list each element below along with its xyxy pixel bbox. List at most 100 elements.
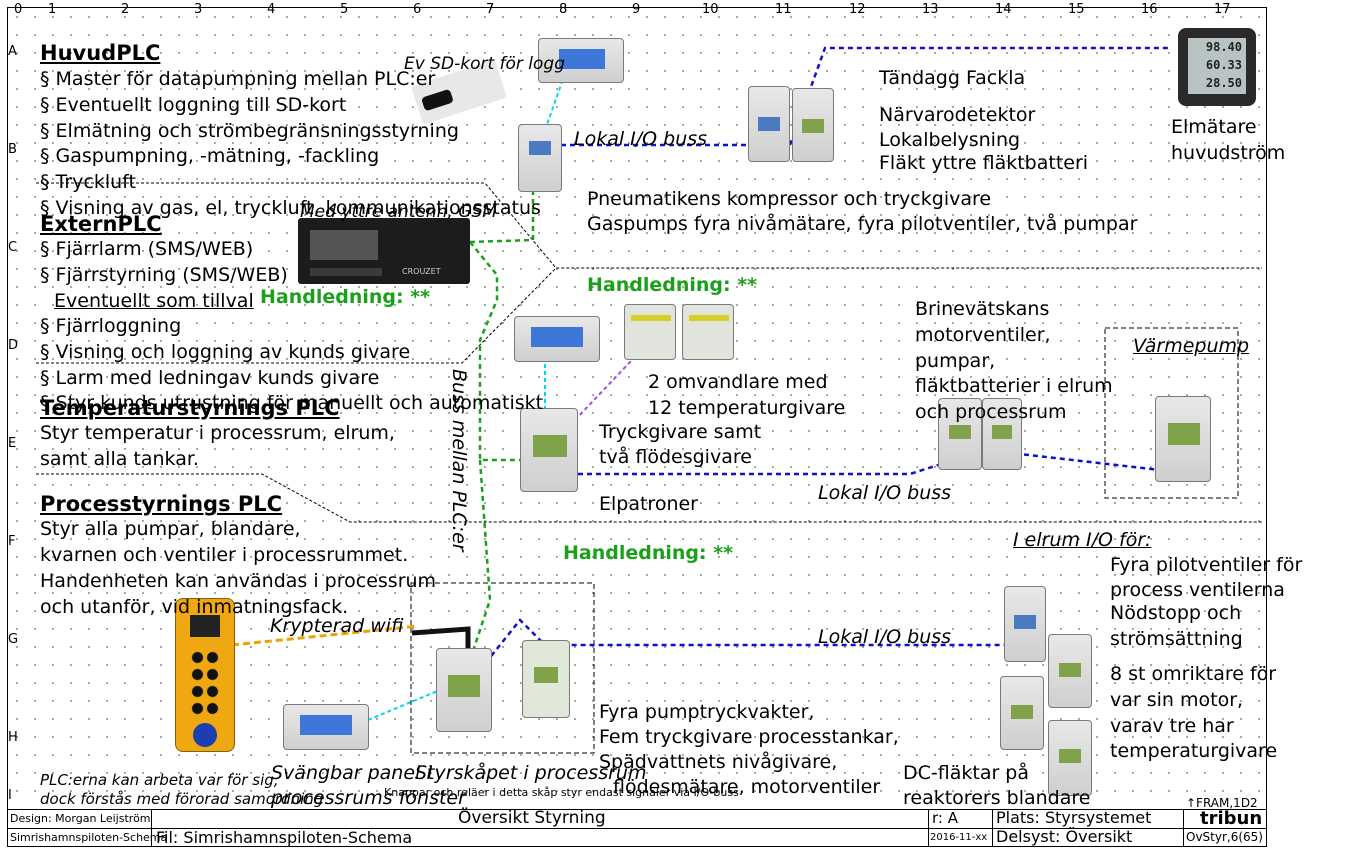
elpatroner-label: Elpatroner (599, 493, 698, 515)
brine-line-1: Brinevätskans (915, 298, 1050, 320)
row-b: B (8, 142, 17, 157)
row-f: F (8, 534, 16, 549)
row-c: C (8, 240, 18, 255)
huvud-item-6: § Visning av gas, el, tryckluft, kommuni… (40, 197, 541, 219)
drawing-frame (7, 7, 1267, 847)
io-module-h2 (1048, 720, 1092, 796)
dc-line-2: reaktorers blandare (903, 787, 1091, 809)
elrum-line-4: strömsättning (1110, 628, 1243, 650)
meter-value-1: 98.40 (1205, 40, 1242, 54)
elrum-line-1: Fyra pilotventiler för (1110, 554, 1303, 576)
hmi-panel-process (283, 704, 369, 750)
pumptryck-line-3: Spädvattnets nivågivare, (599, 751, 838, 773)
meter-value-3: 28.50 (1205, 76, 1242, 90)
elrum-line-6: 8 st omriktare för (1110, 663, 1277, 685)
narvaro-line-1: Närvarodetektor (879, 104, 1036, 126)
col-16: 16 (1141, 2, 1158, 17)
delsyst-label: Delsyst: Översikt (996, 827, 1133, 846)
pumptryck-line-1: Fyra pumptryckvakter, (599, 701, 815, 723)
col-13: 13 (922, 2, 939, 17)
svangbar-line-1: Svängbar panel i (271, 762, 432, 784)
omvandlare-line-1: 2 omvandlare med (648, 371, 828, 393)
revision-label: r: A (932, 809, 958, 827)
hmi-panel-temp (514, 316, 600, 362)
io-module-g1 (1004, 586, 1046, 662)
plats-label: Plats: Styrsystemet (996, 808, 1152, 827)
col-15: 15 (1068, 2, 1085, 17)
io-module-h1 (1000, 676, 1044, 750)
meter-value-2: 60.33 (1205, 58, 1242, 72)
fram-label: ↑FRAM,1D2 (1186, 796, 1258, 810)
handledning-label-2: Handledning: ** (587, 274, 758, 296)
extern-subtitle: Eventuellt som tillval (54, 290, 254, 312)
handledning-label-3: Handledning: ** (563, 542, 734, 564)
row-h: H (8, 730, 18, 745)
narvaro-line-2: Lokalbelysning (879, 129, 1021, 151)
elmatare-line-2: huvudström (1171, 142, 1286, 164)
process-line-1: Styr alla pumpar, blandare, (40, 518, 301, 540)
col-12: 12 (849, 2, 866, 17)
brine-line-3: pumpar, (915, 350, 996, 372)
huvud-item-3: § Elmätning och strömbegränsningsstyrnin… (40, 120, 459, 142)
process-line-4: och utanför, vid inmatningsfack. (40, 596, 349, 618)
antenn-label: Med yttre antenn, GSM (300, 202, 497, 222)
plc-process (436, 648, 492, 732)
extern-item-5: § Larm med ledningav kunds givare (40, 367, 380, 389)
col-14: 14 (995, 2, 1012, 17)
fil-label: Fil: Simrishamnspiloten-Schema (156, 828, 413, 847)
handheld-remote (175, 598, 235, 752)
row-a: A (8, 44, 17, 59)
page-label: OvStyr,6(65) (1186, 830, 1263, 844)
schema-label: Simrishamnspiloten-Schema (10, 831, 168, 844)
hmi-panel-top (538, 38, 624, 83)
col-0: 0 (14, 2, 23, 17)
row-e: E (8, 436, 17, 451)
brine-line-5: och processrum (915, 401, 1067, 423)
tryckgivare-line-1: Tryckgivare samt (599, 421, 762, 443)
date-label: 2016-11-xx (930, 832, 988, 843)
temp-title: Temperaturstyrnings PLC (40, 396, 340, 420)
huvud-item-2: § Eventuellt loggning till SD-kort (40, 94, 347, 116)
tryckgivare-line-2: två flödesgivare (599, 446, 752, 468)
row-i: I (8, 788, 12, 803)
io-module-a2 (792, 88, 834, 162)
lokal-io-label-2: Lokal I/O buss (818, 482, 952, 504)
elrum-line-8: varav tre har (1110, 715, 1234, 737)
col-10: 10 (702, 2, 719, 17)
pumptryck-line-4: flödesmätare, motorventiler (613, 776, 881, 798)
elrum-title: I elrum I/O för: (1013, 529, 1152, 551)
plcerna-line-2: dock förstås med förorad samordning (40, 790, 324, 808)
col-9: 9 (632, 2, 641, 17)
io-module-e1 (938, 398, 982, 470)
extern-item-4: § Visning och loggning av kunds givare (40, 341, 411, 363)
plc-huvud (518, 124, 562, 192)
dc-line-1: DC-fläktar på (903, 762, 1030, 784)
plc-varmepump (1155, 396, 1211, 482)
col-7: 7 (486, 2, 495, 17)
extern-title: ExternPLC (40, 212, 162, 236)
styrskap-label: Styrskåpet i processrum (415, 762, 647, 784)
io-module-g2 (1048, 634, 1092, 708)
elrum-line-9: temperaturgivare (1110, 740, 1278, 762)
col-8: 8 (559, 2, 568, 17)
col-3: 3 (194, 2, 203, 17)
io-module-e2 (982, 398, 1022, 470)
extern-item-1: § Fjärrlarm (SMS/WEB) (40, 238, 254, 260)
col-1: 1 (48, 2, 57, 17)
temp-line-1: Styr temperatur i processrum, elrum, (40, 422, 395, 444)
drawing-title: Översikt Styrning (458, 808, 606, 828)
plc-temp (520, 408, 578, 492)
col-17: 17 (1214, 2, 1231, 17)
elrum-line-2: process ventilerna (1110, 579, 1285, 601)
io-module-a1 (748, 86, 790, 162)
tandagg-label: Tändagg Fackla (879, 67, 1026, 89)
huvud-item-4: § Gaspumpning, -mätning, -fackling (40, 145, 380, 167)
col-5: 5 (340, 2, 349, 17)
col-6: 6 (413, 2, 422, 17)
io-module-process (522, 640, 570, 718)
omvandlare-line-2: 12 temperaturgivare (648, 397, 846, 419)
plcerna-line-1: PLC:erna kan arbeta var för sig, (40, 771, 279, 789)
process-line-2: kvarnen och ventiler i processrummet. (40, 544, 409, 566)
extern-item-6: § Styr kunds utrustning för manuellt och… (40, 392, 544, 414)
